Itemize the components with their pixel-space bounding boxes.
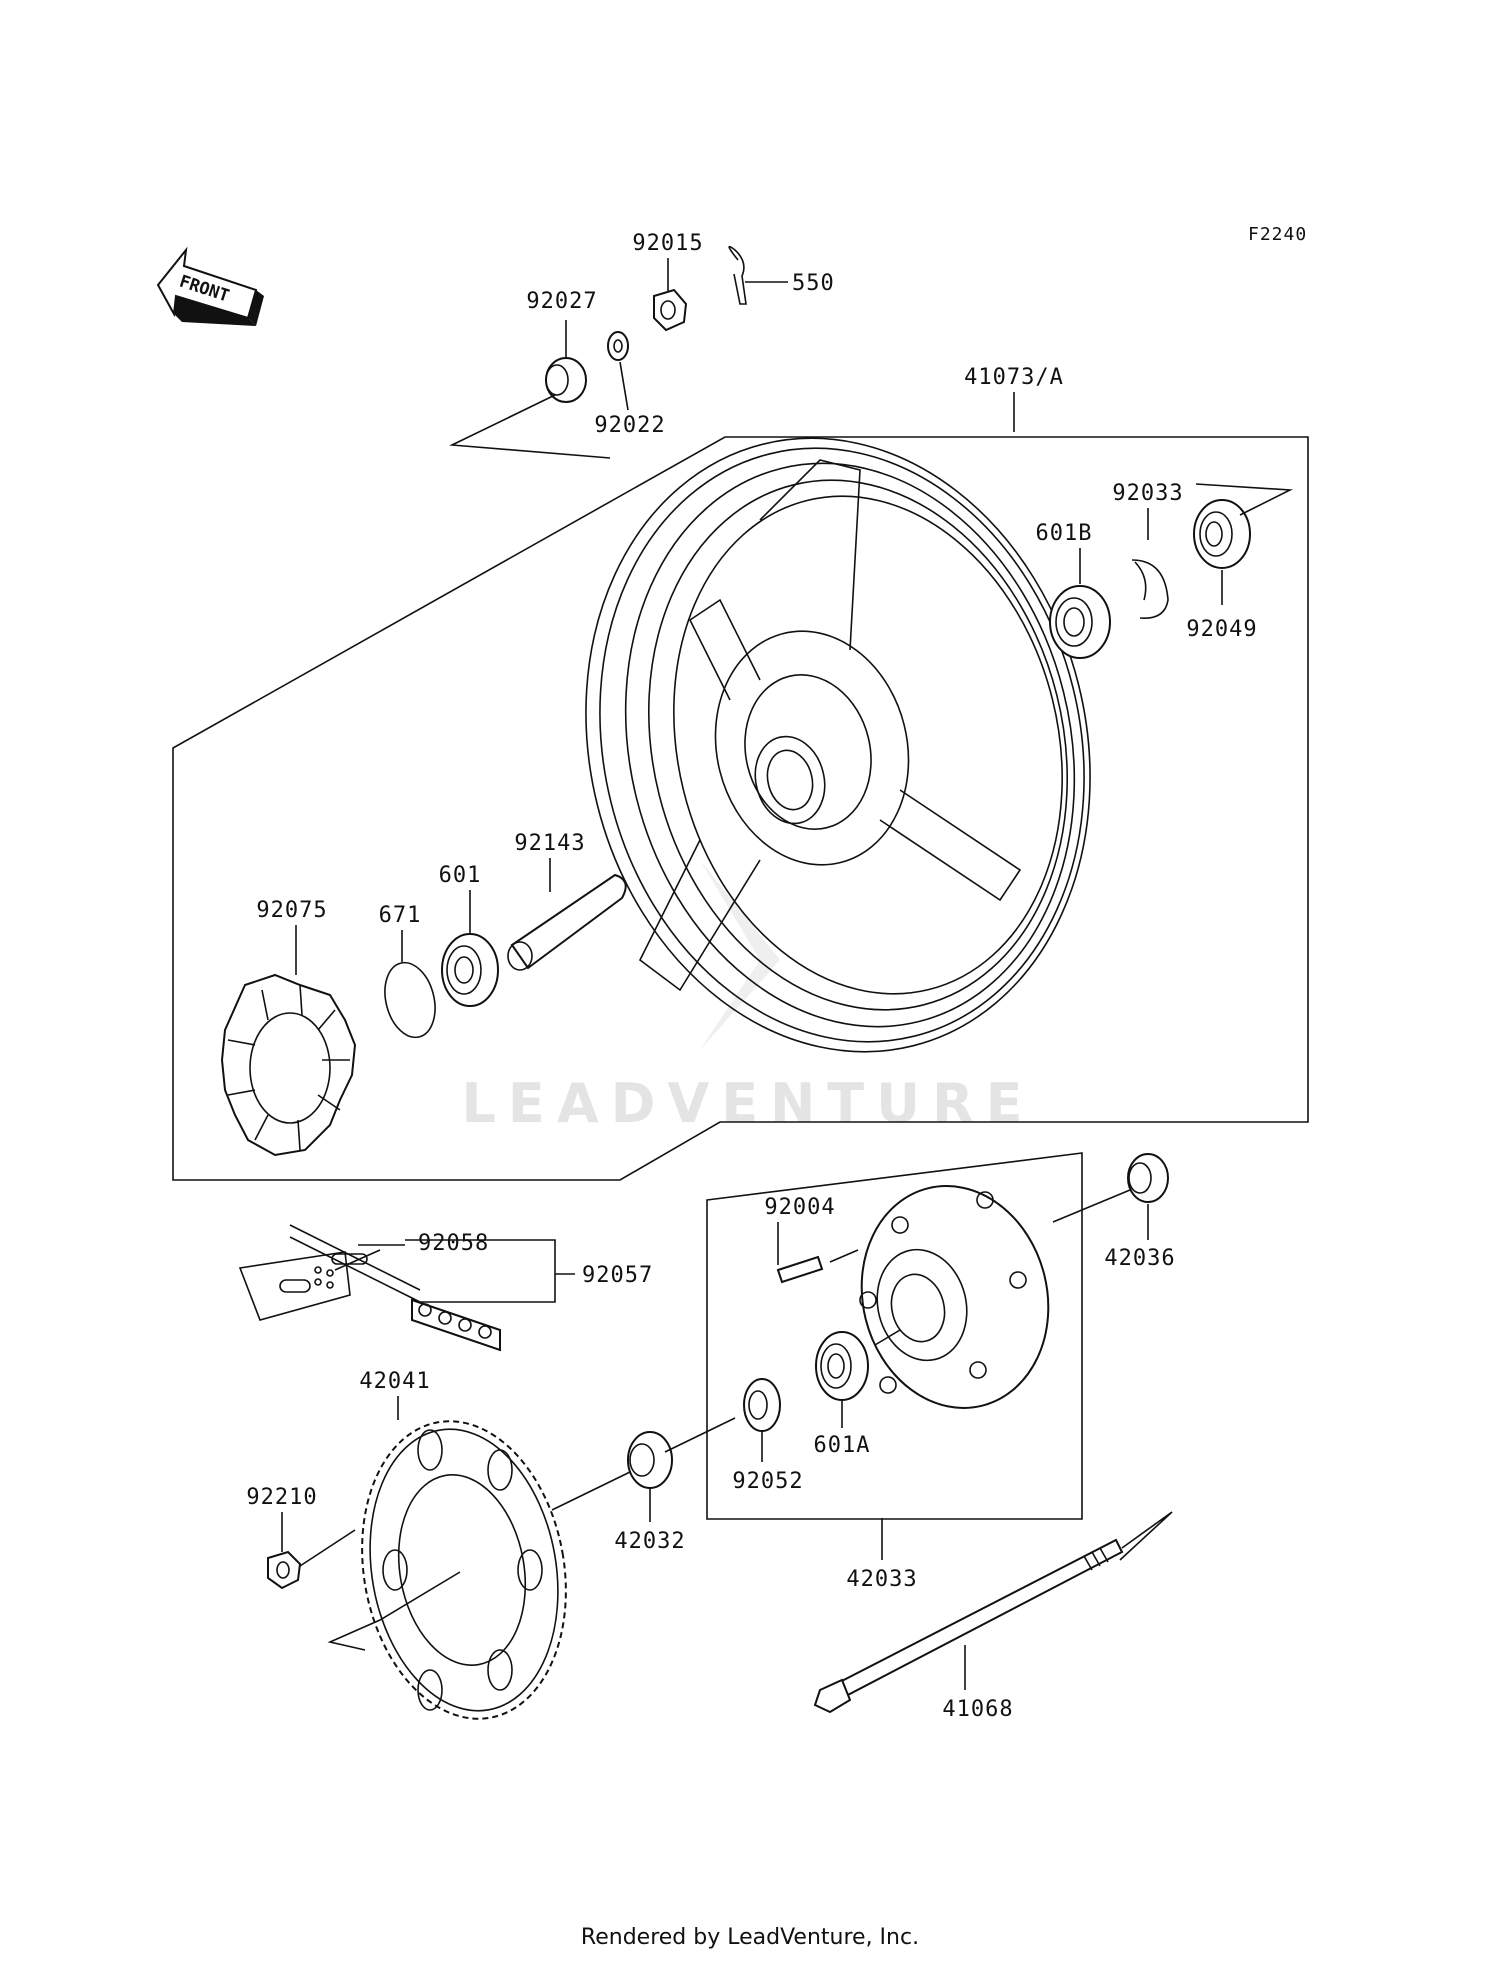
collar-42036 xyxy=(1127,1153,1169,1203)
label-92027: 92027 xyxy=(526,289,597,314)
sprocket-42041 xyxy=(361,1420,567,1720)
label-92058: 92058 xyxy=(418,1231,489,1256)
label-41068: 41068 xyxy=(942,1697,1013,1722)
o-ring-671 xyxy=(384,961,436,1039)
spacer-92143 xyxy=(507,873,627,971)
circlip-92033 xyxy=(1131,559,1169,619)
label-42032: 42032 xyxy=(614,1529,685,1554)
label-92022: 92022 xyxy=(594,413,665,438)
nut-92015 xyxy=(653,288,688,332)
label-92057: 92057 xyxy=(582,1263,653,1288)
bearing-601A xyxy=(815,1331,869,1401)
label-601A: 601A xyxy=(814,1433,871,1458)
leader-lines xyxy=(281,258,1294,1690)
label-42033: 42033 xyxy=(846,1567,917,1592)
label-92143: 92143 xyxy=(514,831,585,856)
washer-92022 xyxy=(607,331,629,361)
label-41073A: 41073/A xyxy=(964,365,1064,390)
label-92015: 92015 xyxy=(632,231,703,256)
label-92210: 92210 xyxy=(246,1485,317,1510)
wheel-group-outline xyxy=(172,436,1309,1181)
front-arrow-icon: FRONT xyxy=(156,246,264,326)
collar-42032 xyxy=(627,1431,673,1489)
hub-group-outline xyxy=(706,1152,1083,1520)
stud-92004 xyxy=(776,1255,824,1284)
label-92033: 92033 xyxy=(1112,481,1183,506)
watermark-text: LEADVENTURE xyxy=(462,1072,1035,1135)
axle-41068 xyxy=(813,1538,1124,1714)
chain-joint-92058 xyxy=(279,1253,368,1293)
part-labels: 92015 550 92027 92022 41073/A 92033 601B… xyxy=(246,231,1257,1722)
seal-92052 xyxy=(743,1378,781,1432)
collar-92027 xyxy=(545,357,587,403)
label-42041: 42041 xyxy=(359,1369,430,1394)
nut-92210 xyxy=(267,1550,302,1590)
seal-92049 xyxy=(1193,499,1251,569)
figure-code: F2240 xyxy=(1248,224,1307,245)
watermark: LEADVENTURE xyxy=(462,860,1035,1135)
cotter-pin-550 xyxy=(728,245,747,305)
bearing-601B xyxy=(1049,585,1111,659)
label-92075: 92075 xyxy=(256,898,327,923)
label-601: 601 xyxy=(439,863,482,888)
damper-92075 xyxy=(220,973,357,1157)
label-92004: 92004 xyxy=(764,1195,835,1220)
bearing-601 xyxy=(441,933,499,1007)
drive-chain-92057 xyxy=(238,1224,501,1352)
rear-wheel-41073A xyxy=(585,437,1091,1053)
label-92049: 92049 xyxy=(1186,617,1257,642)
hub-42033 xyxy=(859,1185,1050,1409)
label-671: 671 xyxy=(379,903,422,928)
footer-credit: Rendered by LeadVenture, Inc. xyxy=(580,1925,920,1950)
label-601B: 601B xyxy=(1036,521,1093,546)
label-92052: 92052 xyxy=(732,1469,803,1494)
label-42036: 42036 xyxy=(1104,1246,1175,1271)
label-550: 550 xyxy=(792,271,835,296)
